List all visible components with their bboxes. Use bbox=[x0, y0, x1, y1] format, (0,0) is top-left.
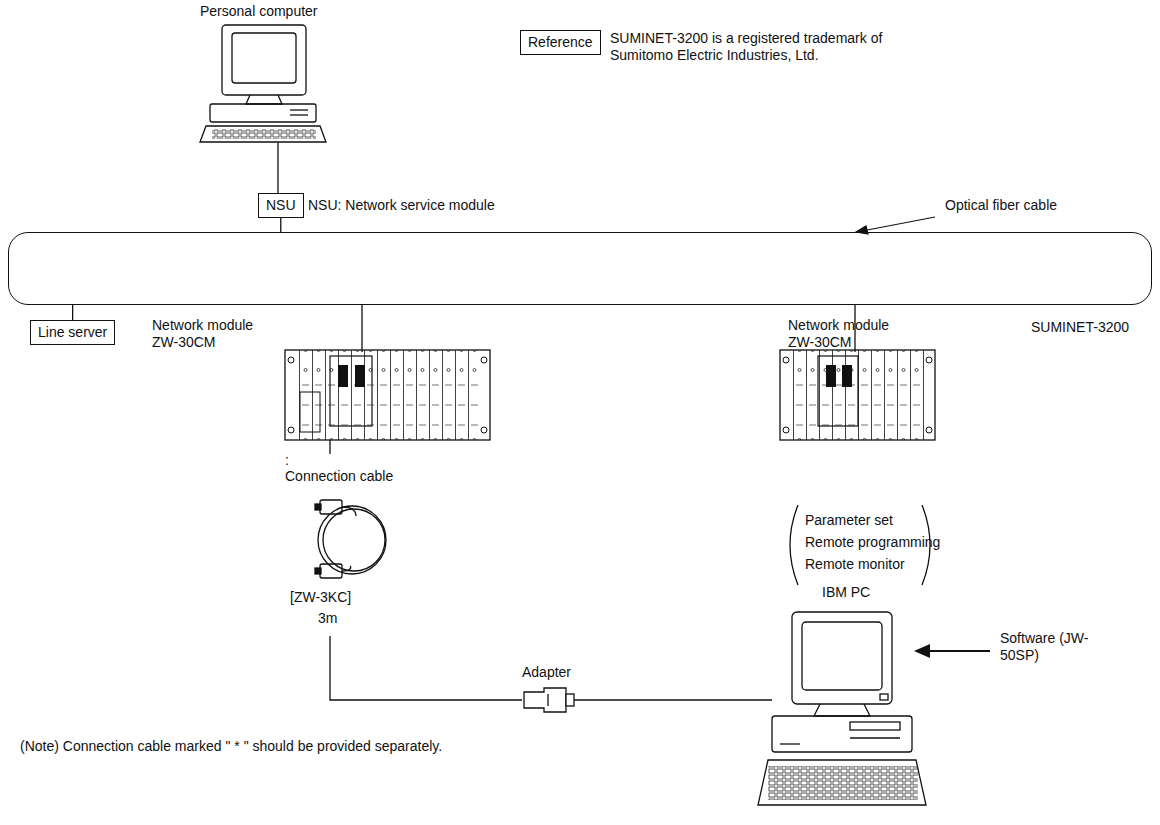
length: 3m bbox=[318, 610, 337, 627]
node-text: SUMINET-3200 bbox=[1031, 319, 1129, 336]
connector-line bbox=[72, 305, 73, 320]
network-service-box: NSU bbox=[258, 193, 304, 218]
module-label: Network module ZW-30CM bbox=[152, 317, 264, 351]
part-number: [ZW-3KC] bbox=[290, 589, 351, 606]
trademark-note: SUMINET-3200 is a registered trademark o… bbox=[610, 30, 900, 64]
software-label: Software (JW-50SP) bbox=[1000, 630, 1090, 664]
function-item: Parameter set bbox=[805, 512, 893, 529]
cable-label: Optical fiber cable bbox=[945, 197, 1057, 214]
connector-line bbox=[280, 218, 281, 232]
cable-line bbox=[330, 636, 522, 700]
function-item: Remote programming bbox=[805, 534, 940, 551]
cable-label: Connection cable bbox=[285, 468, 393, 485]
function-item: Remote monitor bbox=[805, 556, 905, 573]
cable-line bbox=[574, 699, 772, 700]
footnote: (Note) Connection cable marked " * " sho… bbox=[20, 738, 442, 755]
cable-line bbox=[329, 440, 330, 454]
connection-cable bbox=[315, 500, 386, 578]
pc-cable bbox=[277, 142, 278, 193]
adapter-label: Adapter bbox=[522, 664, 571, 681]
plc-rack bbox=[780, 305, 935, 440]
adapter bbox=[524, 688, 574, 712]
ibm-pc bbox=[758, 612, 926, 805]
device-label: IBM PC bbox=[822, 584, 870, 601]
node-text: Reference bbox=[528, 34, 593, 51]
plc-rack bbox=[285, 305, 490, 440]
reference-box: Reference bbox=[520, 30, 601, 55]
personal-computer bbox=[200, 25, 326, 142]
optical-fiber-ring: SUMINET-3200 bbox=[8, 232, 1152, 305]
abbreviation-note: NSU: Network service module bbox=[308, 197, 495, 214]
node-text: Line server bbox=[38, 324, 107, 341]
device-label: Personal computer bbox=[200, 3, 318, 20]
module-label: Network module ZW-30CM bbox=[788, 317, 900, 351]
mark: : bbox=[285, 452, 289, 469]
software-arrow bbox=[914, 644, 990, 658]
node-text: NSU bbox=[266, 197, 296, 214]
line-server-box: Line server bbox=[30, 320, 115, 345]
